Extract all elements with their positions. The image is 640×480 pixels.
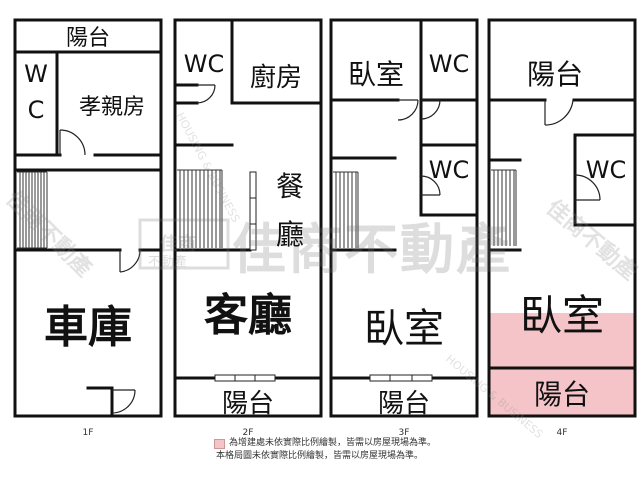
4f-wc-label: WC (586, 156, 627, 184)
1f-elder-room-label: 孝親房 (79, 95, 145, 120)
3f-wc-top-label: WC (429, 50, 470, 78)
3f-bedroom-large-label: 臥室 (364, 306, 444, 352)
floor-label-3f: 3F (399, 428, 410, 438)
stairs-2f (177, 169, 223, 248)
door-4f-balcony (544, 99, 574, 126)
floor-3f-outline (329, 18, 479, 418)
floor-2f-outline (173, 18, 323, 418)
1f-garage-label: 車庫 (44, 302, 132, 353)
2f-kitchen-label: 廚房 (250, 63, 302, 93)
legend-swatch (214, 438, 225, 449)
watermark-logo-text-2: 不動產 (148, 254, 187, 270)
3f-bedroom-small-label: 臥室 (348, 58, 404, 91)
sliding-door-3f (369, 374, 433, 382)
sliding-door-2f (214, 374, 276, 382)
legend: 為增建處未依實際比例繪製，皆需以房屋現場為準。 本格局圖未依實際比例繪製，皆需以… (214, 437, 436, 463)
door-3f-wc-top (420, 99, 441, 120)
2f-wc-label: WC (184, 50, 225, 78)
3f-wc-mid-label: WC (429, 156, 470, 184)
floor-4f-outline (487, 18, 637, 418)
stairs-4f (491, 169, 517, 246)
legend-line-2: 本格局圖未依實際比例繪製，皆需以房屋現場為準。 (216, 451, 424, 461)
door-4f-wc (574, 174, 601, 201)
legend-row-note: 本格局圖未依實際比例繪製，皆需以房屋現場為準。 (214, 450, 436, 463)
watermark-corner: 佳商不動產 (541, 195, 640, 286)
legend-row-extension: 為增建處未依實際比例繪製，皆需以房屋現場為準。 (214, 437, 436, 450)
1f-balcony-label: 陽台 (66, 26, 110, 51)
2f-living-label: 客廳 (204, 290, 292, 341)
legend-line-1: 為增建處未依實際比例繪製，皆需以房屋現場為準。 (229, 438, 437, 448)
door-1f-rear (111, 389, 136, 414)
stairs-3f (333, 171, 359, 248)
door-1f-elder-room (59, 129, 86, 156)
extension-area (489, 313, 635, 416)
watermark-text: 佳商不動產 (232, 218, 512, 281)
stairs-1f (17, 171, 48, 249)
2f-balcony-label: 陽台 (222, 389, 274, 419)
1f-wc-label-w: W (24, 60, 48, 88)
3f-balcony-label: 陽台 (378, 389, 430, 419)
2f-dining-label-1: 餐 (276, 170, 304, 203)
watermark-logo (138, 218, 230, 270)
floor-label-2f: 2F (243, 428, 254, 438)
floor-label-4f: 4F (557, 428, 568, 438)
2f-dining-label-2: 廳 (276, 218, 304, 251)
door-2f-wc (196, 84, 216, 104)
4f-balcony-bottom-label: 陽台 (534, 378, 590, 411)
sliding-door-2f-dining (249, 171, 257, 251)
watermark-logo-text: 佳商 (160, 233, 196, 255)
door-3f-wc-mid (420, 175, 441, 196)
4f-bedroom-label: 臥室 (520, 291, 604, 340)
door-3f-bedroom (397, 99, 419, 121)
1f-wc-label-c: C (28, 96, 45, 124)
floor-label-1f: 1F (83, 428, 94, 438)
floor-1f-outline (13, 18, 163, 418)
4f-balcony-top-label: 陽台 (527, 58, 583, 91)
door-1f-garage (119, 249, 141, 273)
